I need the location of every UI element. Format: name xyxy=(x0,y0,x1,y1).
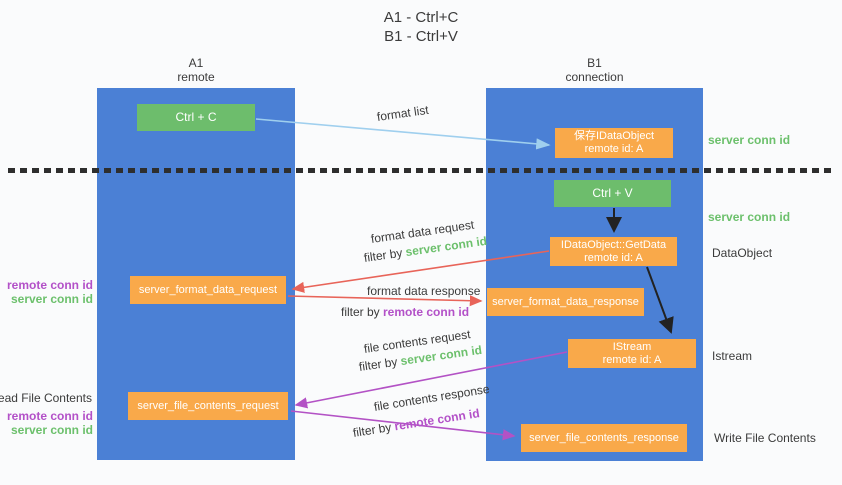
label-remote-conn-id-bottom-left: remote conn id xyxy=(6,409,93,423)
column-a1-name: A1 xyxy=(188,56,204,70)
flow-fcresp-filter-key: remote conn id xyxy=(393,406,481,434)
session-separator-line xyxy=(8,168,836,173)
flow-filter-format-data-response: filter by remote conn id xyxy=(341,305,469,319)
flow-fdresp-filter-prefix: filter by xyxy=(341,305,384,319)
column-b1-name: B1 xyxy=(587,56,602,70)
node-server-file-contents-request: server_file_contents_request xyxy=(128,392,288,420)
label-server-conn-id-top-right: server conn id xyxy=(708,133,791,147)
column-b1-subtitle: connection xyxy=(565,70,624,84)
title-line-1: A1 - Ctrl+C xyxy=(383,9,459,26)
flow-fdr-filter-prefix: filter by xyxy=(363,245,407,265)
label-server-conn-id-bottom-left: server conn id xyxy=(10,423,93,437)
node-getdata-line1: IDataObject::GetData xyxy=(560,238,667,251)
flow-fdresp-text: format data response xyxy=(367,284,481,298)
column-header-b1: B1 connection xyxy=(486,56,703,84)
node-server-format-data-response: server_format_data_response xyxy=(487,288,644,316)
flow-format-list-text: format list xyxy=(376,102,430,124)
node-server-format-data-request: server_format_data_request xyxy=(130,276,286,304)
node-istream-line2: remote id: A xyxy=(602,353,662,366)
node-file-request-label: server_file_contents_request xyxy=(137,399,279,412)
column-a1-subtitle: remote xyxy=(177,70,215,84)
node-ctrl-c-label: Ctrl + C xyxy=(175,110,217,124)
title-line-2: B1 - Ctrl+V xyxy=(384,28,458,45)
node-ctrl-v: Ctrl + V xyxy=(554,180,671,207)
label-write-file-contents: Write File Contents xyxy=(714,431,816,445)
node-ctrl-v-label: Ctrl + V xyxy=(592,186,633,200)
flow-label-format-list: format list xyxy=(376,103,429,124)
flow-fcresp-filter-prefix: filter by xyxy=(351,419,396,440)
label-remote-conn-id-top-left: remote conn id xyxy=(6,278,93,292)
flow-fdresp-filter-key: remote conn id xyxy=(383,305,470,319)
diagram-title: A1 - Ctrl+C B1 - Ctrl+V xyxy=(0,8,842,46)
label-istream: Istream xyxy=(712,349,753,363)
label-server-conn-id-top-left: server conn id xyxy=(10,292,93,306)
node-istream: IStream remote id: A xyxy=(568,339,696,368)
node-ctrl-c: Ctrl + C xyxy=(137,104,255,131)
node-server-file-contents-response: server_file_contents_response xyxy=(521,424,687,452)
column-header-a1: A1 remote xyxy=(97,56,295,84)
node-getdata-line2: remote id: A xyxy=(584,251,643,264)
node-save-idataobject: 保存IDataObject remote id: A xyxy=(555,128,673,158)
flow-filter-file-contents-response: filter by remote conn id xyxy=(352,406,481,440)
flow-fcr-filter-prefix: filter by xyxy=(358,354,402,374)
node-save-line1: 保存IDataObject xyxy=(573,130,655,142)
node-idataobject-getdata: IDataObject::GetData remote id: A xyxy=(550,237,677,266)
node-istream-line1: IStream xyxy=(612,340,652,353)
node-save-line2: remote id: A xyxy=(584,143,644,155)
node-format-response-label: server_format_data_response xyxy=(492,295,639,308)
label-read-file-contents: Read File Contents xyxy=(0,391,92,405)
label-dataobject: DataObject xyxy=(712,246,773,260)
node-file-response-label: server_file_contents_response xyxy=(529,431,679,444)
node-format-request-label: server_format_data_request xyxy=(138,283,278,296)
label-server-conn-id-mid-right: server conn id xyxy=(708,210,791,224)
flow-label-format-data-response: format data response xyxy=(367,284,480,298)
